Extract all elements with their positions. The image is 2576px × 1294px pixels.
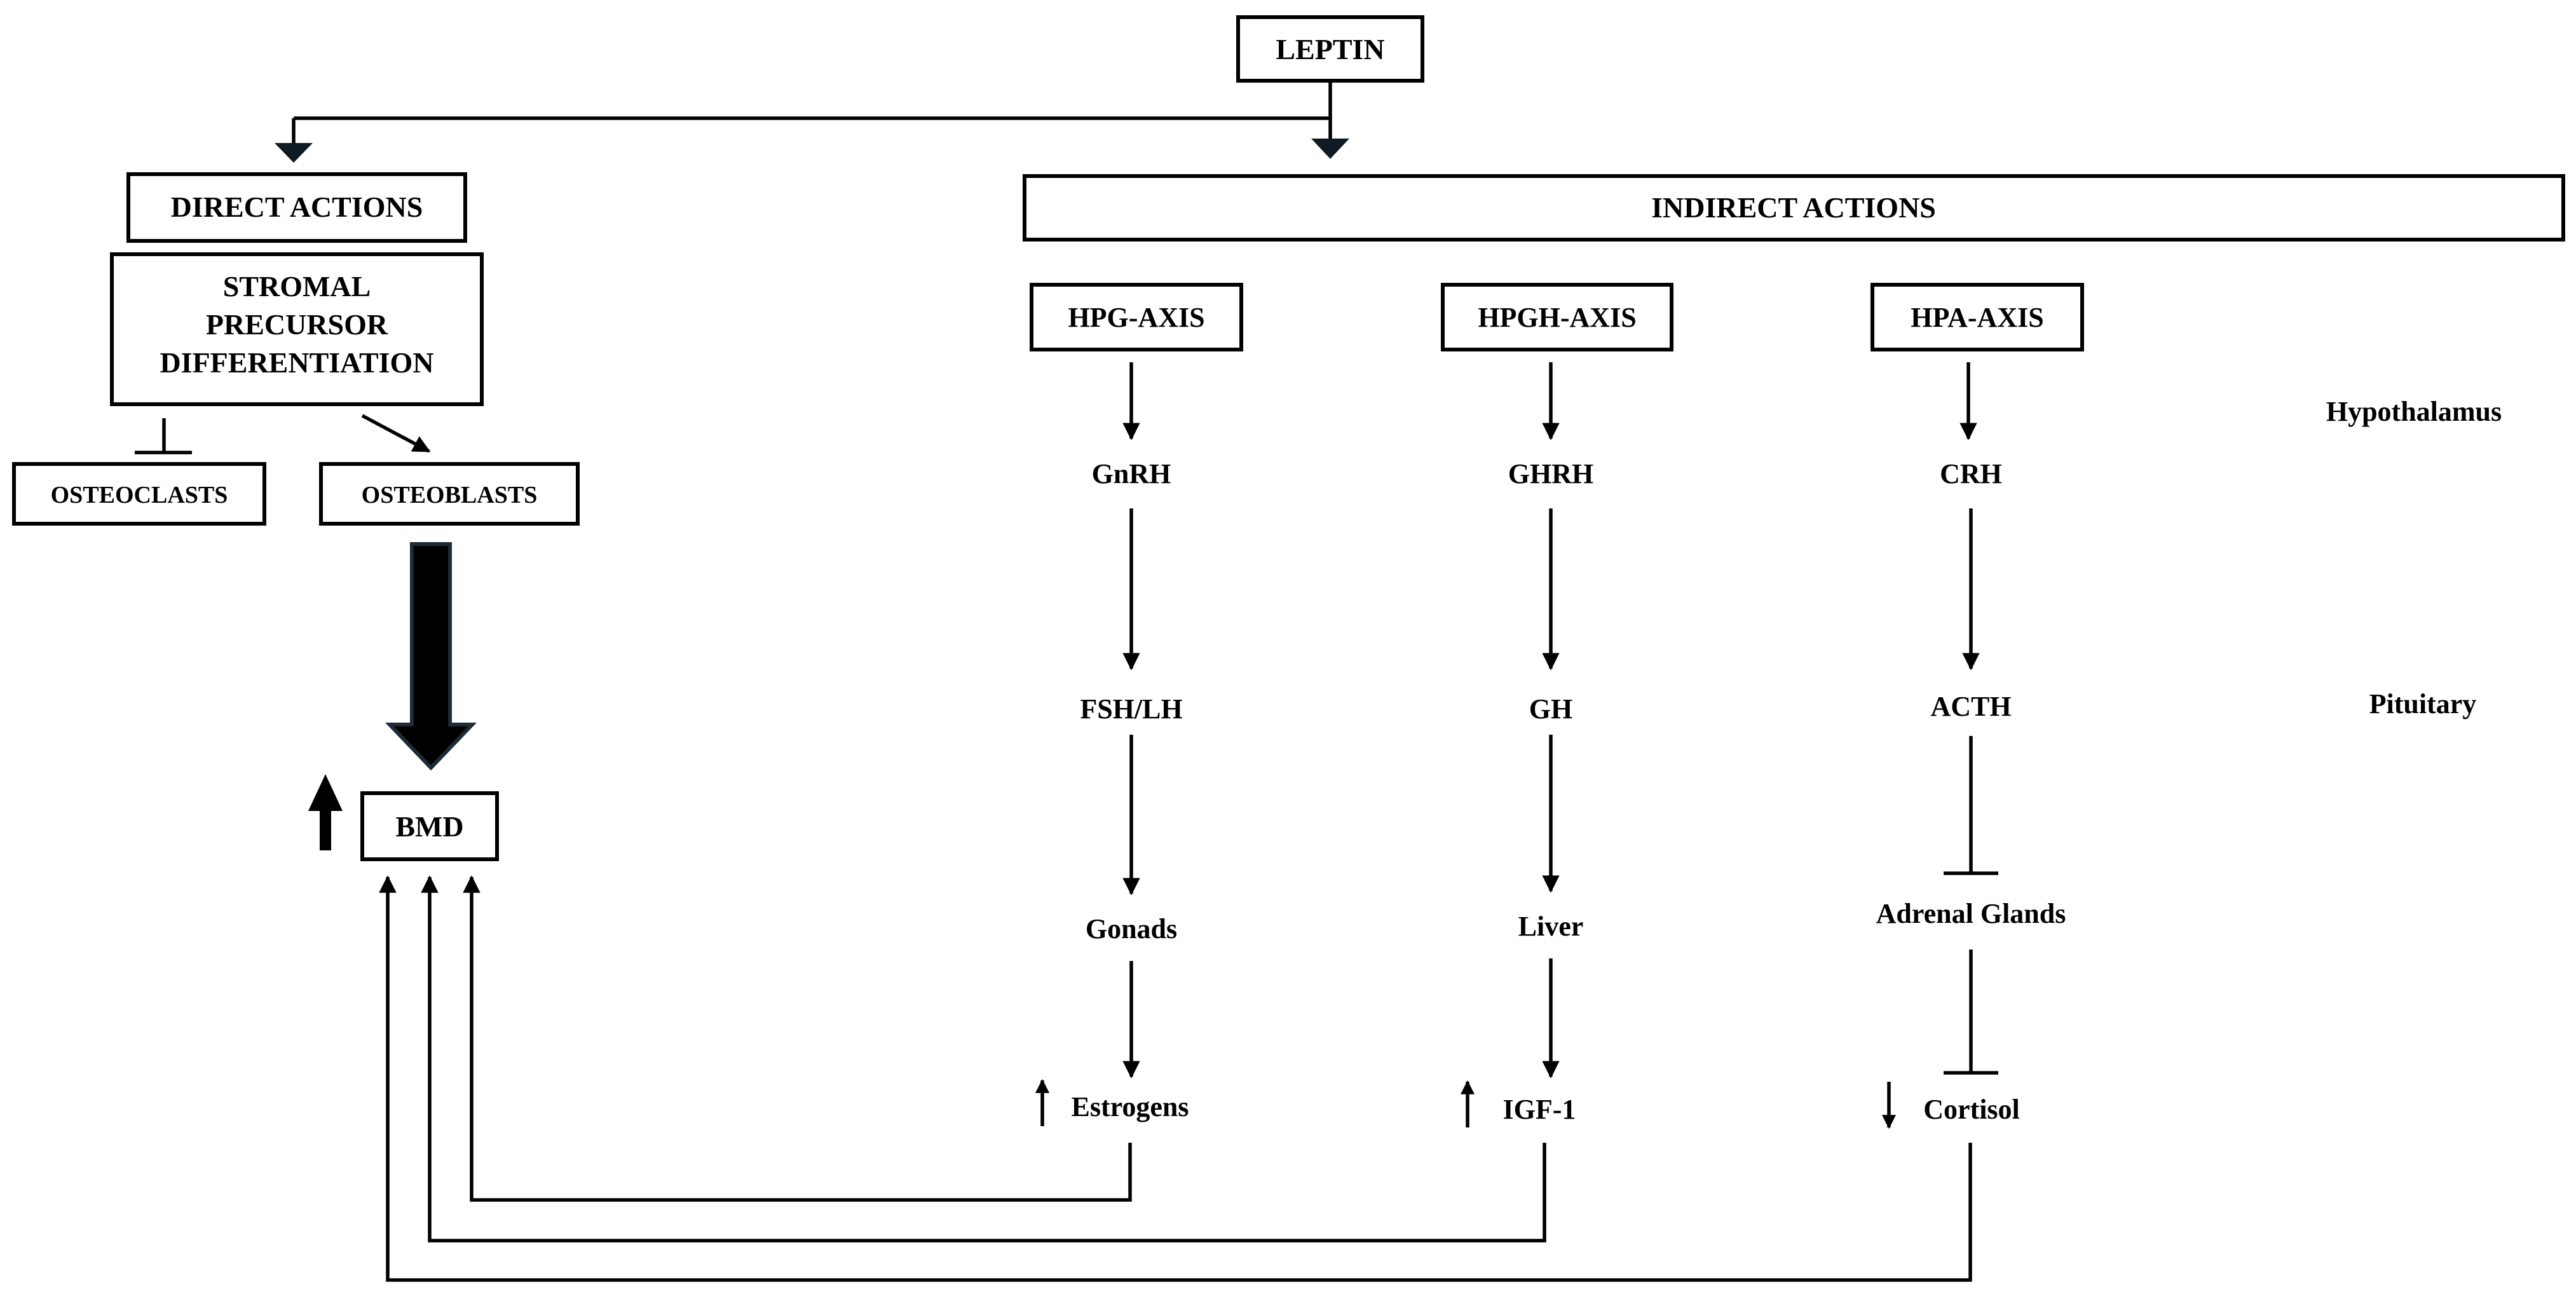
hpgh-axis-label: HPGH-AXIS (1478, 302, 1636, 333)
inhibit-osteoclasts-connector (135, 418, 192, 454)
igf1-label: IGF-1 (1503, 1094, 1576, 1125)
igf1-feedback-line (421, 875, 1546, 1243)
activate-osteoblasts-arrow (361, 414, 431, 453)
hypothalamus-level-label: Hypothalamus (2326, 396, 2502, 427)
stromal-line-1: STROMAL (223, 270, 371, 303)
leptin-label: LEPTIN (1276, 33, 1384, 65)
pituitary-level-label: Pituitary (2369, 688, 2477, 719)
hpgh-column: HPGH-AXIS GHRH GH Liver IGF-1 (1441, 283, 1673, 1127)
osteoblasts-node: OSTEOBLASTS (319, 462, 580, 526)
big-down-arrow (385, 542, 477, 771)
cortisol-feedback-line (379, 875, 1972, 1282)
osteoclasts-label: OSTEOCLASTS (51, 482, 228, 508)
estrogens-feedback-line (463, 875, 1132, 1202)
direct-actions-node: DIRECT ACTIONS (126, 172, 467, 243)
acth-label: ACTH (1930, 691, 2011, 722)
leptin-split-connector (275, 81, 1349, 163)
stromal-line-3: DIFFERENTIATION (160, 346, 433, 379)
cortisol-label: Cortisol (1923, 1094, 2020, 1125)
indirect-actions-label: INDIRECT ACTIONS (1651, 191, 1936, 224)
gh-label: GH (1529, 693, 1572, 725)
direct-actions-label: DIRECT ACTIONS (171, 191, 423, 223)
osteoblasts-label: OSTEOBLASTS (362, 482, 538, 508)
adrenal-glands-label: Adrenal Glands (1876, 898, 2066, 929)
stromal-line-2: PRECURSOR (206, 308, 388, 341)
gonads-label: Gonads (1086, 913, 1177, 944)
fsh-lh-label: FSH/LH (1080, 693, 1182, 725)
estrogens-label: Estrogens (1072, 1091, 1189, 1122)
stromal-node: STROMAL PRECURSOR DIFFERENTIATION (110, 252, 484, 406)
hpa-column: HPA-AXIS CRH ACTH Adrenal Glands Cortiso… (1871, 283, 2084, 1129)
feedback-connectors (379, 875, 1972, 1282)
hpg-axis-label: HPG-AXIS (1068, 302, 1204, 333)
hpg-column: HPG-AXIS GnRH FSH/LH Gonads Estrogens (1030, 283, 1243, 1126)
bmd-node: BMD (360, 791, 499, 861)
hpa-axis-label: HPA-AXIS (1911, 302, 2043, 333)
leptin-node: LEPTIN (1236, 15, 1424, 83)
liver-label: Liver (1518, 911, 1584, 942)
indirect-actions-node: INDIRECT ACTIONS (1023, 174, 2565, 242)
osteoclasts-node: OSTEOCLASTS (12, 462, 266, 526)
ghrh-label: GHRH (1508, 458, 1593, 489)
gnrh-label: GnRH (1092, 458, 1171, 489)
indirect-arrowhead (1311, 139, 1349, 159)
bmd-increase-icon (308, 774, 343, 850)
bmd-label: BMD (395, 810, 463, 843)
direct-arrowhead (275, 143, 313, 163)
crh-label: CRH (1940, 458, 2002, 489)
